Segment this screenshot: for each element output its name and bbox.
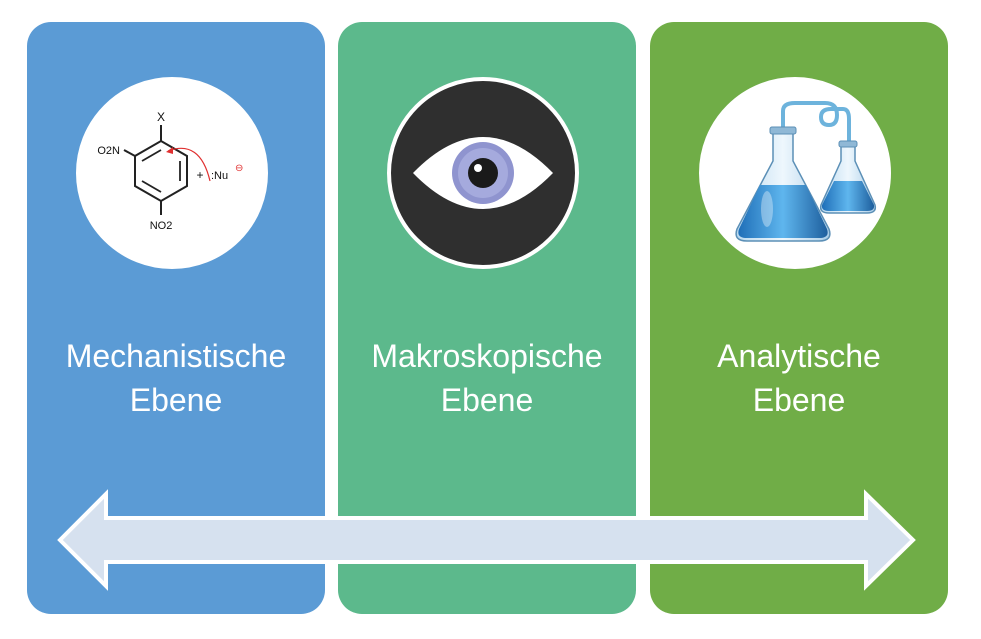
label-line-1: Makroskopische (371, 338, 603, 374)
label-line-1: Analytische (717, 338, 881, 374)
macroscopic-level-panel: Makroskopische Ebene (338, 22, 636, 614)
reaction-mechanism-diagram: X O2N NO2 + :Nu ⊖ (97, 110, 243, 232)
mechanistic-level-label: Mechanistische Ebene (27, 334, 325, 422)
label-line-1: Mechanistische (65, 338, 287, 374)
flasks-graphic (735, 101, 877, 242)
label-line-2: Ebene (440, 382, 534, 418)
lab-flasks-icon (699, 77, 891, 269)
nitro-left-label: O2N (97, 145, 120, 157)
plus-sign: + (196, 168, 203, 182)
macroscopic-level-label: Makroskopische Ebene (338, 334, 636, 422)
negative-charge-sign: ⊖ (235, 163, 243, 174)
bidirectional-arrow-shape (57, 489, 916, 591)
nucleophile-label: :Nu (211, 170, 228, 182)
eye-icon (387, 77, 579, 269)
eye-graphic (413, 137, 553, 209)
label-line-2: Ebene (129, 382, 223, 418)
analytical-level-label: Analytische Ebene (650, 334, 948, 422)
label-line-2: Ebene (752, 382, 846, 418)
analytical-level-panel: Analytische Ebene (650, 22, 948, 614)
substituent-x-label: X (157, 110, 165, 124)
nitro-bottom-label: NO2 (150, 220, 173, 232)
reaction-mechanism-icon: X O2N NO2 + :Nu ⊖ (76, 77, 268, 269)
mechanistic-level-panel: X O2N NO2 + :Nu ⊖ Mechanistische Ebene (27, 22, 325, 614)
